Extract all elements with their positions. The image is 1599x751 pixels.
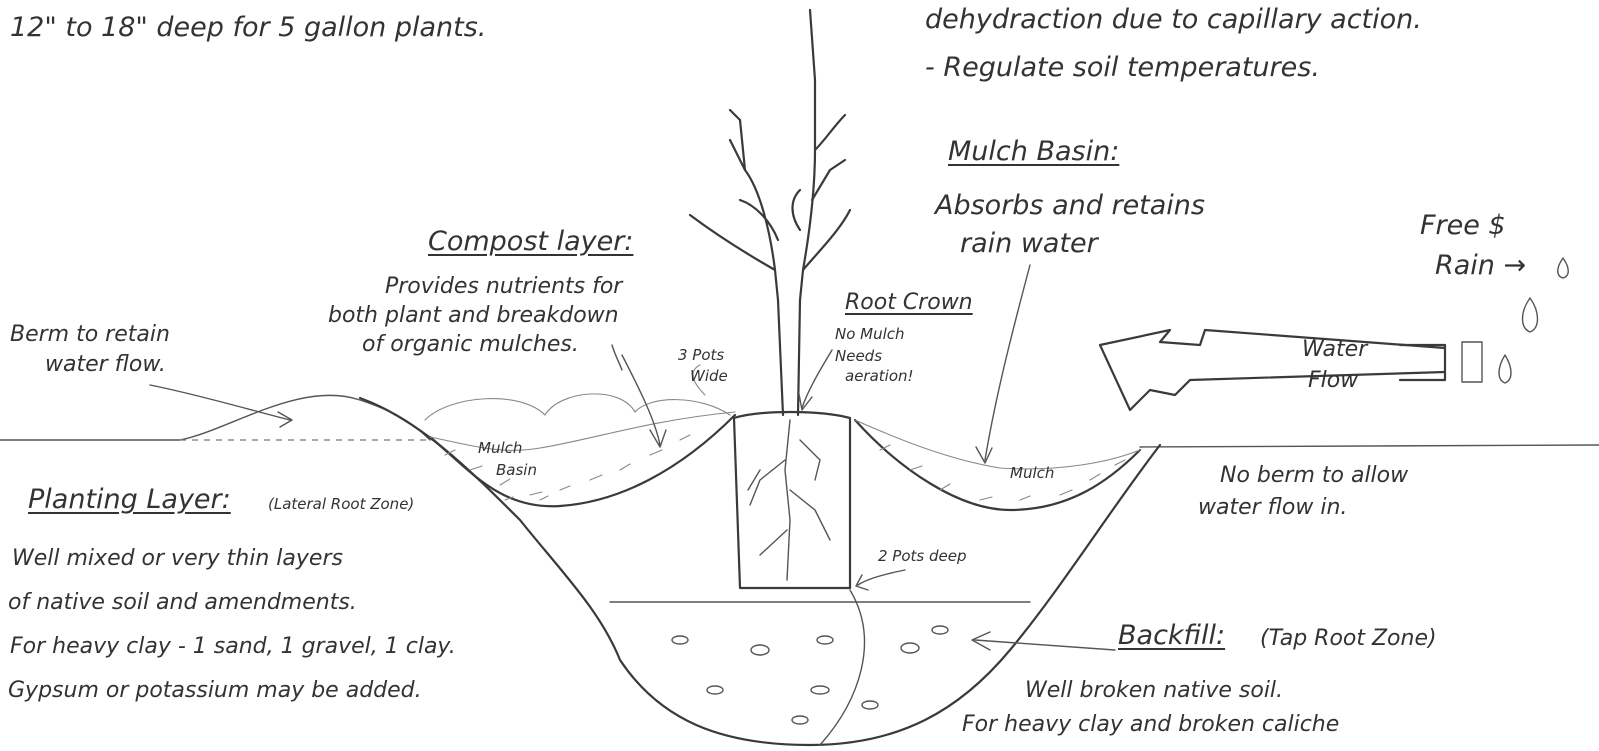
right-mulch-texture xyxy=(880,445,1125,500)
backfill-line-1: Well broken native soil. xyxy=(1025,678,1283,703)
raindrop-3 xyxy=(1499,355,1511,383)
root-crown-line-2: Needs xyxy=(835,348,882,365)
left-mulch-surface xyxy=(430,412,735,450)
backfill-subtitle: (Tap Root Zone) xyxy=(1260,626,1437,651)
planting-layer-subtitle: (Lateral Root Zone) xyxy=(268,496,414,513)
top-right-line-2: - Regulate soil temperatures. xyxy=(925,52,1320,83)
water-flow-bracket xyxy=(1400,345,1445,380)
arrow-backfill xyxy=(972,632,1115,650)
backfill-stones xyxy=(672,626,948,724)
root-crown-title: Root Crown xyxy=(845,290,973,315)
water-flow-box xyxy=(1462,342,1482,382)
backfill-title: Backfill: xyxy=(1118,620,1225,651)
pots-wide-line-2: Wide xyxy=(690,368,728,385)
no-berm-line-1: No berm to allow xyxy=(1220,463,1408,488)
roots xyxy=(748,420,830,580)
water-flow-line-2: Flow xyxy=(1308,368,1358,393)
planting-layer-title: Planting Layer: xyxy=(28,484,231,515)
arrow-root-crown xyxy=(799,350,832,410)
mulch-basin-left-line-2: Basin xyxy=(496,462,537,479)
root-crown-line-1: No Mulch xyxy=(835,326,905,343)
root-crown-line-3: aeration! xyxy=(845,368,914,385)
free-rain-line-2: Rain → xyxy=(1435,250,1526,281)
mulch-basin-left-line-1: Mulch xyxy=(478,440,522,457)
compost-layer-line-1: Provides nutrients for xyxy=(385,274,622,299)
water-flow-arrow xyxy=(1100,330,1445,410)
water-flow-line-1: Water xyxy=(1302,337,1367,362)
planting-layer-line-4: Gypsum or potassium may be added. xyxy=(8,678,422,703)
ground-line xyxy=(0,395,1599,447)
berm-line-2: water flow. xyxy=(45,352,166,377)
planting-layer-line-1: Well mixed or very thin layers xyxy=(12,546,343,571)
pots-deep-label: 2 Pots deep xyxy=(878,548,967,565)
arrow-compost-left xyxy=(612,345,622,370)
arrow-pots-deep xyxy=(856,570,905,590)
mulch-basin-title: Mulch Basin: xyxy=(948,136,1119,167)
right-mulch-basin xyxy=(855,420,1140,510)
raindrop-2 xyxy=(1523,298,1538,332)
compost-layer-line-2: both plant and breakdown xyxy=(328,303,619,328)
left-mulch-basin xyxy=(430,415,735,506)
top-right-line-1: dehydraction due to capillary action. xyxy=(925,4,1422,35)
backfill-curve xyxy=(820,590,864,745)
backfill-line-2: For heavy clay and broken caliche xyxy=(962,712,1339,737)
raindrop-1 xyxy=(1558,258,1569,278)
compost-layer-title: Compost layer: xyxy=(428,226,633,257)
compost-layer-line-3: of organic mulches. xyxy=(362,332,579,357)
mulch-right-label: Mulch xyxy=(1010,465,1054,482)
pots-wide-line-1: 3 Pots xyxy=(678,347,724,364)
compost-humps xyxy=(425,394,730,420)
mulch-basin-line-1: Absorbs and retains xyxy=(935,190,1205,221)
free-rain-line-1: Free $ xyxy=(1420,210,1506,241)
mulch-basin-line-2: rain water xyxy=(960,228,1098,259)
planting-layer-line-3: For heavy clay - 1 sand, 1 gravel, 1 cla… xyxy=(10,634,456,659)
planting-layer-line-2: of native soil and amendments. xyxy=(8,590,357,615)
tree-branch-right xyxy=(812,160,845,200)
berm-line-1: Berm to retain xyxy=(10,322,170,347)
depth-note: 12" to 18" deep for 5 gallon plants. xyxy=(10,12,486,43)
arrow-berm xyxy=(150,385,292,427)
no-berm-line-2: water flow in. xyxy=(1198,495,1347,520)
arrow-mulch-basin xyxy=(976,265,1030,463)
